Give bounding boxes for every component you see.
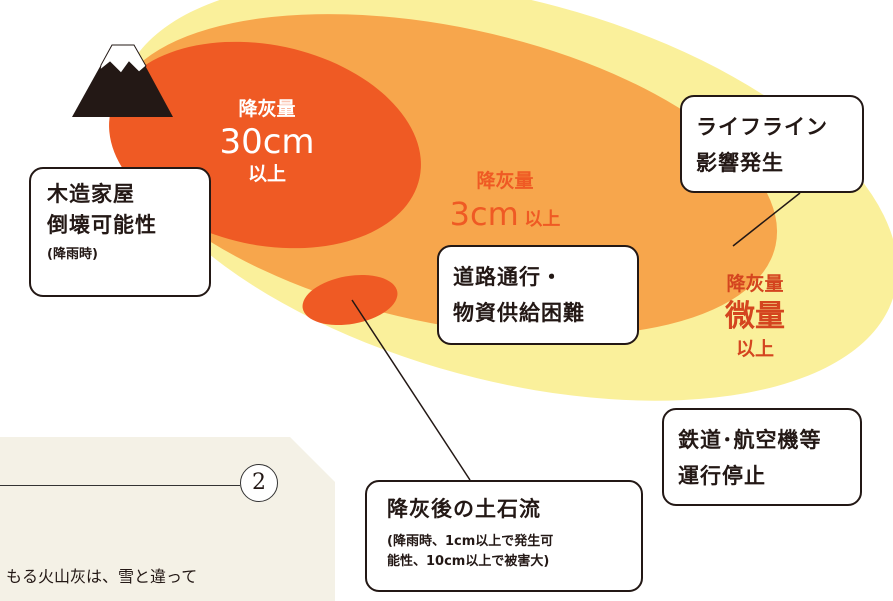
- middle-zone-suffix: 以上: [524, 209, 561, 230]
- lifeline-callout: ライフライン 影響発生: [680, 95, 864, 193]
- inner-zone-label: 降灰量 30cm 以上: [215, 96, 319, 186]
- wooden-house-line1: 木造家屋: [47, 182, 135, 206]
- middle-zone-amount: 3cm: [449, 195, 519, 233]
- railway-line1: 鉄道･航空機等: [678, 428, 822, 452]
- inner-zone-line1: 降灰量: [238, 98, 296, 120]
- railway-callout: 鉄道･航空機等 運行停止: [662, 408, 862, 506]
- debris-flow-callout: 降灰後の土石流 (降雨時、1cm以上で発生可 能性、10cm以上で被害大): [365, 480, 643, 592]
- panel-number: 2: [240, 464, 278, 502]
- mountain-icon: [72, 44, 173, 117]
- panel-text: もる火山灰は、雪と違って: [6, 567, 198, 586]
- road-traffic-line2: 物資供給困難: [453, 301, 585, 325]
- debris-flow-note1: (降雨時、1cm以上で発生可: [387, 534, 554, 549]
- debris-flow-title: 降灰後の土石流: [387, 497, 541, 521]
- road-traffic-line1: 道路通行・: [453, 265, 563, 289]
- debris-zone-ellipse: [302, 274, 398, 326]
- debris-flow-note2: 能性、10cm以上で被害大): [387, 554, 550, 569]
- lifeline-line1: ライフライン: [696, 115, 828, 139]
- debris-leader-line: [351, 299, 471, 481]
- wooden-house-note: (降雨時): [47, 247, 98, 262]
- wooden-house-line2: 倒壊可能性: [47, 213, 157, 237]
- panel-divider: [0, 485, 240, 486]
- inner-zone-line3: 以上: [247, 163, 286, 185]
- outer-zone-label: 降灰量 微量 以上: [700, 270, 810, 362]
- lifeline-line2: 影響発生: [696, 151, 784, 175]
- wooden-house-callout: 木造家屋 倒壊可能性 (降雨時): [29, 167, 211, 297]
- railway-line2: 運行停止: [678, 464, 766, 488]
- road-traffic-callout: 道路通行・ 物資供給困難: [437, 245, 639, 345]
- inner-zone-amount: 30cm: [219, 122, 315, 162]
- outer-zone-line1: 降灰量: [726, 273, 784, 295]
- middle-zone-line1: 降灰量: [476, 170, 534, 192]
- middle-zone-label: 降灰量 3cm 以上: [430, 168, 580, 240]
- article-panel: [0, 437, 335, 601]
- outer-zone-amount: 微量: [725, 299, 785, 334]
- outer-zone-line3: 以上: [735, 338, 774, 360]
- lifeline-leader-line: [732, 192, 801, 247]
